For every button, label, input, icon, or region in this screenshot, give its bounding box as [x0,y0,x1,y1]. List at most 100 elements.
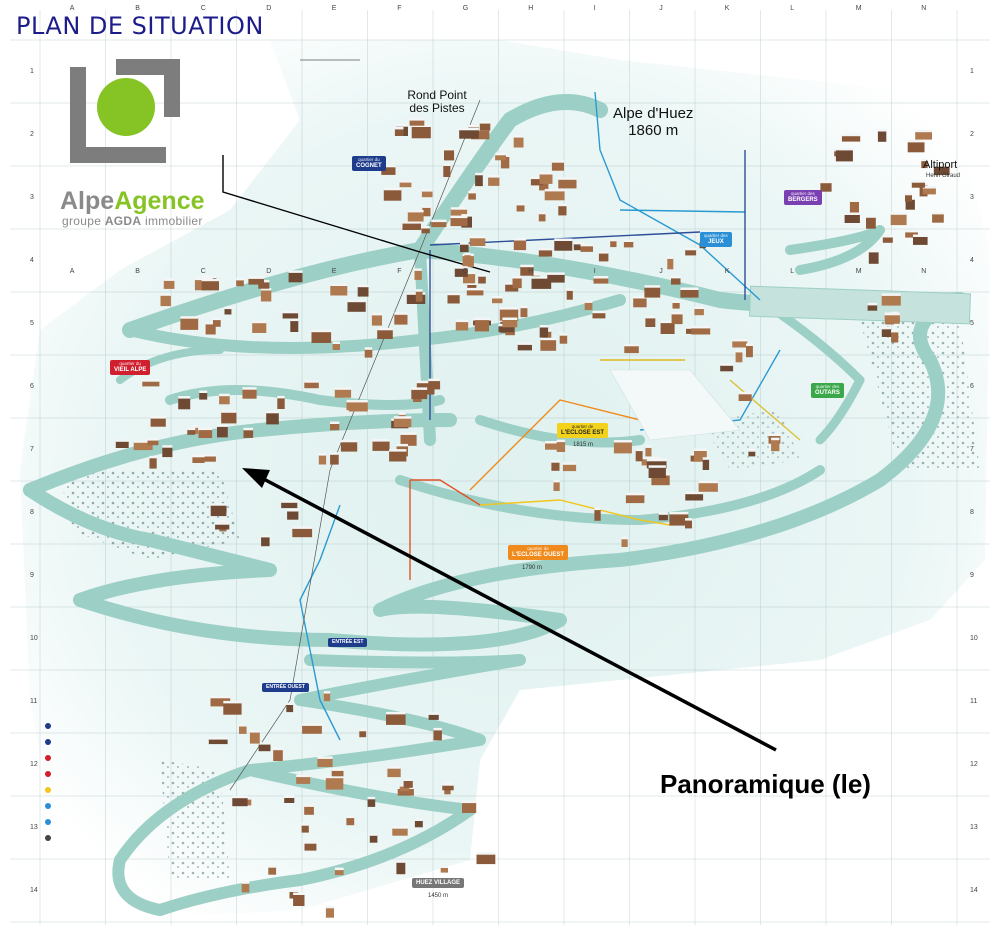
building-roof [685,247,697,251]
building [198,429,213,438]
building-roof [512,276,522,279]
building [304,843,317,851]
grid-row-label: 8 [970,508,974,516]
building [475,174,483,187]
building-roof [468,190,476,194]
building-roof [325,775,344,779]
building-roof [905,229,918,233]
building [407,211,424,222]
quartier-prefix: quartier des [704,233,728,238]
building [877,131,887,142]
building [224,308,232,315]
building-roof [331,768,344,771]
eclose-ouest-altitude: 1790 m [522,565,543,571]
building [301,825,309,833]
telecabine-line [229,469,331,791]
building-roof [396,443,408,447]
building [304,806,314,815]
grid-row-label: 2 [970,130,974,138]
building [500,156,510,169]
building-roof [443,163,451,166]
building-roof [735,349,743,353]
building-roof [685,518,692,521]
building-roof [492,296,503,299]
building [199,456,216,462]
grid-col-label: K [724,268,730,275]
building [288,272,303,283]
building [651,475,670,486]
building [241,883,250,893]
building-roof [215,522,230,525]
building-roof [416,380,435,384]
grid-col-label: H [528,268,534,275]
building [433,729,442,741]
building-roof [913,234,928,237]
quartier-label: OUTARS [815,389,840,396]
grid-col-label: E [331,268,337,275]
building-roof [566,288,573,291]
grid-col-label: N [921,268,927,275]
building [562,464,577,472]
agency-name-part2: Agence [114,187,205,215]
building [162,447,173,458]
building [544,190,565,201]
grid-row-label: 3 [30,193,34,201]
building-roof [478,274,486,277]
building-roof [258,742,271,745]
building [178,398,191,410]
ski-icon [45,835,51,841]
building-roof [293,892,305,895]
building [383,189,402,201]
building [680,289,699,298]
building [163,280,175,289]
building [210,505,227,517]
grid-col-label: M [855,268,862,275]
building [471,130,490,140]
building-roof [409,118,425,121]
building [397,788,414,796]
building [302,725,322,734]
building-roof [633,296,647,299]
building [625,494,645,504]
building-roof [383,187,402,191]
grid-row-label: 1 [30,67,34,75]
building [381,166,396,175]
building [476,854,496,865]
building [205,323,216,335]
building-roof [516,202,525,206]
building-roof [359,728,367,732]
quartier-prefix: quartier du [358,157,380,162]
building-roof [660,320,675,324]
building-roof [835,147,853,151]
building-roof [318,453,327,456]
building-roof [415,289,423,292]
building [334,869,344,876]
building [881,295,901,306]
building [268,867,277,875]
building-roof [149,455,157,459]
rond-point-label: Rond Point des Pistes [407,88,467,116]
building-roof [720,363,734,366]
grid-col-label: F [397,268,402,275]
map-legend [45,718,185,846]
building [187,429,196,435]
building-roof [381,164,396,168]
building-roof [292,526,313,529]
building-roof [198,427,213,431]
building-roof [558,177,577,180]
legend-row [45,830,185,846]
grid-row-label: 5 [970,319,974,327]
grid-row-label: 12 [970,760,978,768]
building [150,418,166,427]
info-icon [45,723,51,729]
building-roof [396,860,406,863]
building [566,290,573,300]
building [499,309,519,321]
building-roof [479,121,491,124]
building [890,214,907,226]
building-roof [330,421,340,424]
grid-col-label: L [790,5,795,12]
building-roof [531,273,540,276]
